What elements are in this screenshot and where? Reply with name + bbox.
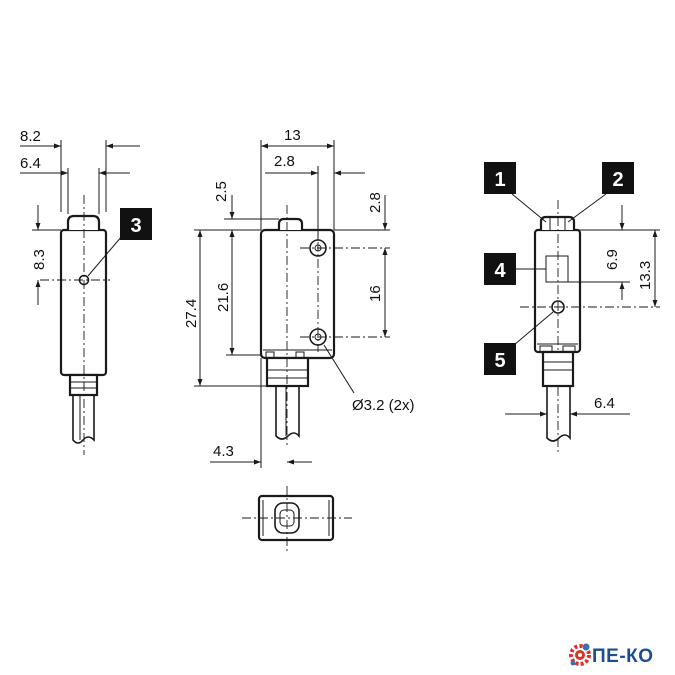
dim-back-led-height: 6.9 xyxy=(604,249,621,270)
front-cable xyxy=(275,386,300,440)
side-view: 8.2 6.4 8.3 3 xyxy=(20,128,152,455)
dim-front-top-cap: 2.5 xyxy=(213,181,230,202)
callout-4 xyxy=(484,253,516,285)
back-housing xyxy=(533,228,582,354)
dim-front-hole-diameter: Ø3.2 (2x) xyxy=(352,397,415,414)
callout-5-label: 5 xyxy=(494,350,505,372)
dim-front-cable-offset: 4.3 xyxy=(213,443,234,460)
callout-4-label: 4 xyxy=(494,260,506,282)
brand-logo: ПЕ-КО xyxy=(569,643,654,667)
callout-1 xyxy=(484,162,516,194)
bottom-view xyxy=(242,486,352,552)
side-cable xyxy=(72,395,95,444)
back-view: 6.9 13.3 6.4 1 2 4 5 xyxy=(484,162,660,455)
dim-front-hole-offset: 2.8 xyxy=(274,153,295,170)
front-collar xyxy=(265,356,310,388)
gear-icon xyxy=(569,643,591,666)
dim-front-right-offset: 2.8 xyxy=(367,192,384,213)
callout-2-label: 2 xyxy=(612,169,623,191)
back-collar xyxy=(541,350,575,388)
front-view: 13 2.8 2.5 27.4 21.6 2.8 16 Ø3 xyxy=(183,127,415,468)
front-housing xyxy=(259,228,336,360)
logo-text: ПЕ-КО xyxy=(592,646,654,667)
back-lens-cap xyxy=(539,215,576,230)
callout-1-label: 1 xyxy=(494,169,505,191)
callout-5 xyxy=(484,343,516,375)
callout-2 xyxy=(602,162,634,194)
dim-front-width: 13 xyxy=(284,127,301,144)
back-optic-point xyxy=(551,300,565,314)
back-cable xyxy=(546,386,571,442)
callout-3 xyxy=(120,208,152,240)
dim-back-cable-width: 6.4 xyxy=(594,395,615,412)
callout-3-label: 3 xyxy=(130,215,141,237)
dim-side-width: 8.2 xyxy=(20,128,41,145)
front-lens-cap xyxy=(277,217,304,230)
dim-side-height: 8.3 xyxy=(31,249,48,270)
dim-front-inner-height: 21.6 xyxy=(215,283,232,312)
side-housing xyxy=(59,228,108,377)
dim-front-total-height: 27.4 xyxy=(183,299,200,328)
dim-front-hole-spacing: 16 xyxy=(367,285,384,302)
dim-side-lens: 6.4 xyxy=(20,155,41,172)
dim-back-optic-height: 13.3 xyxy=(637,261,654,290)
side-collar xyxy=(68,373,99,397)
side-lens-cap xyxy=(66,214,101,230)
